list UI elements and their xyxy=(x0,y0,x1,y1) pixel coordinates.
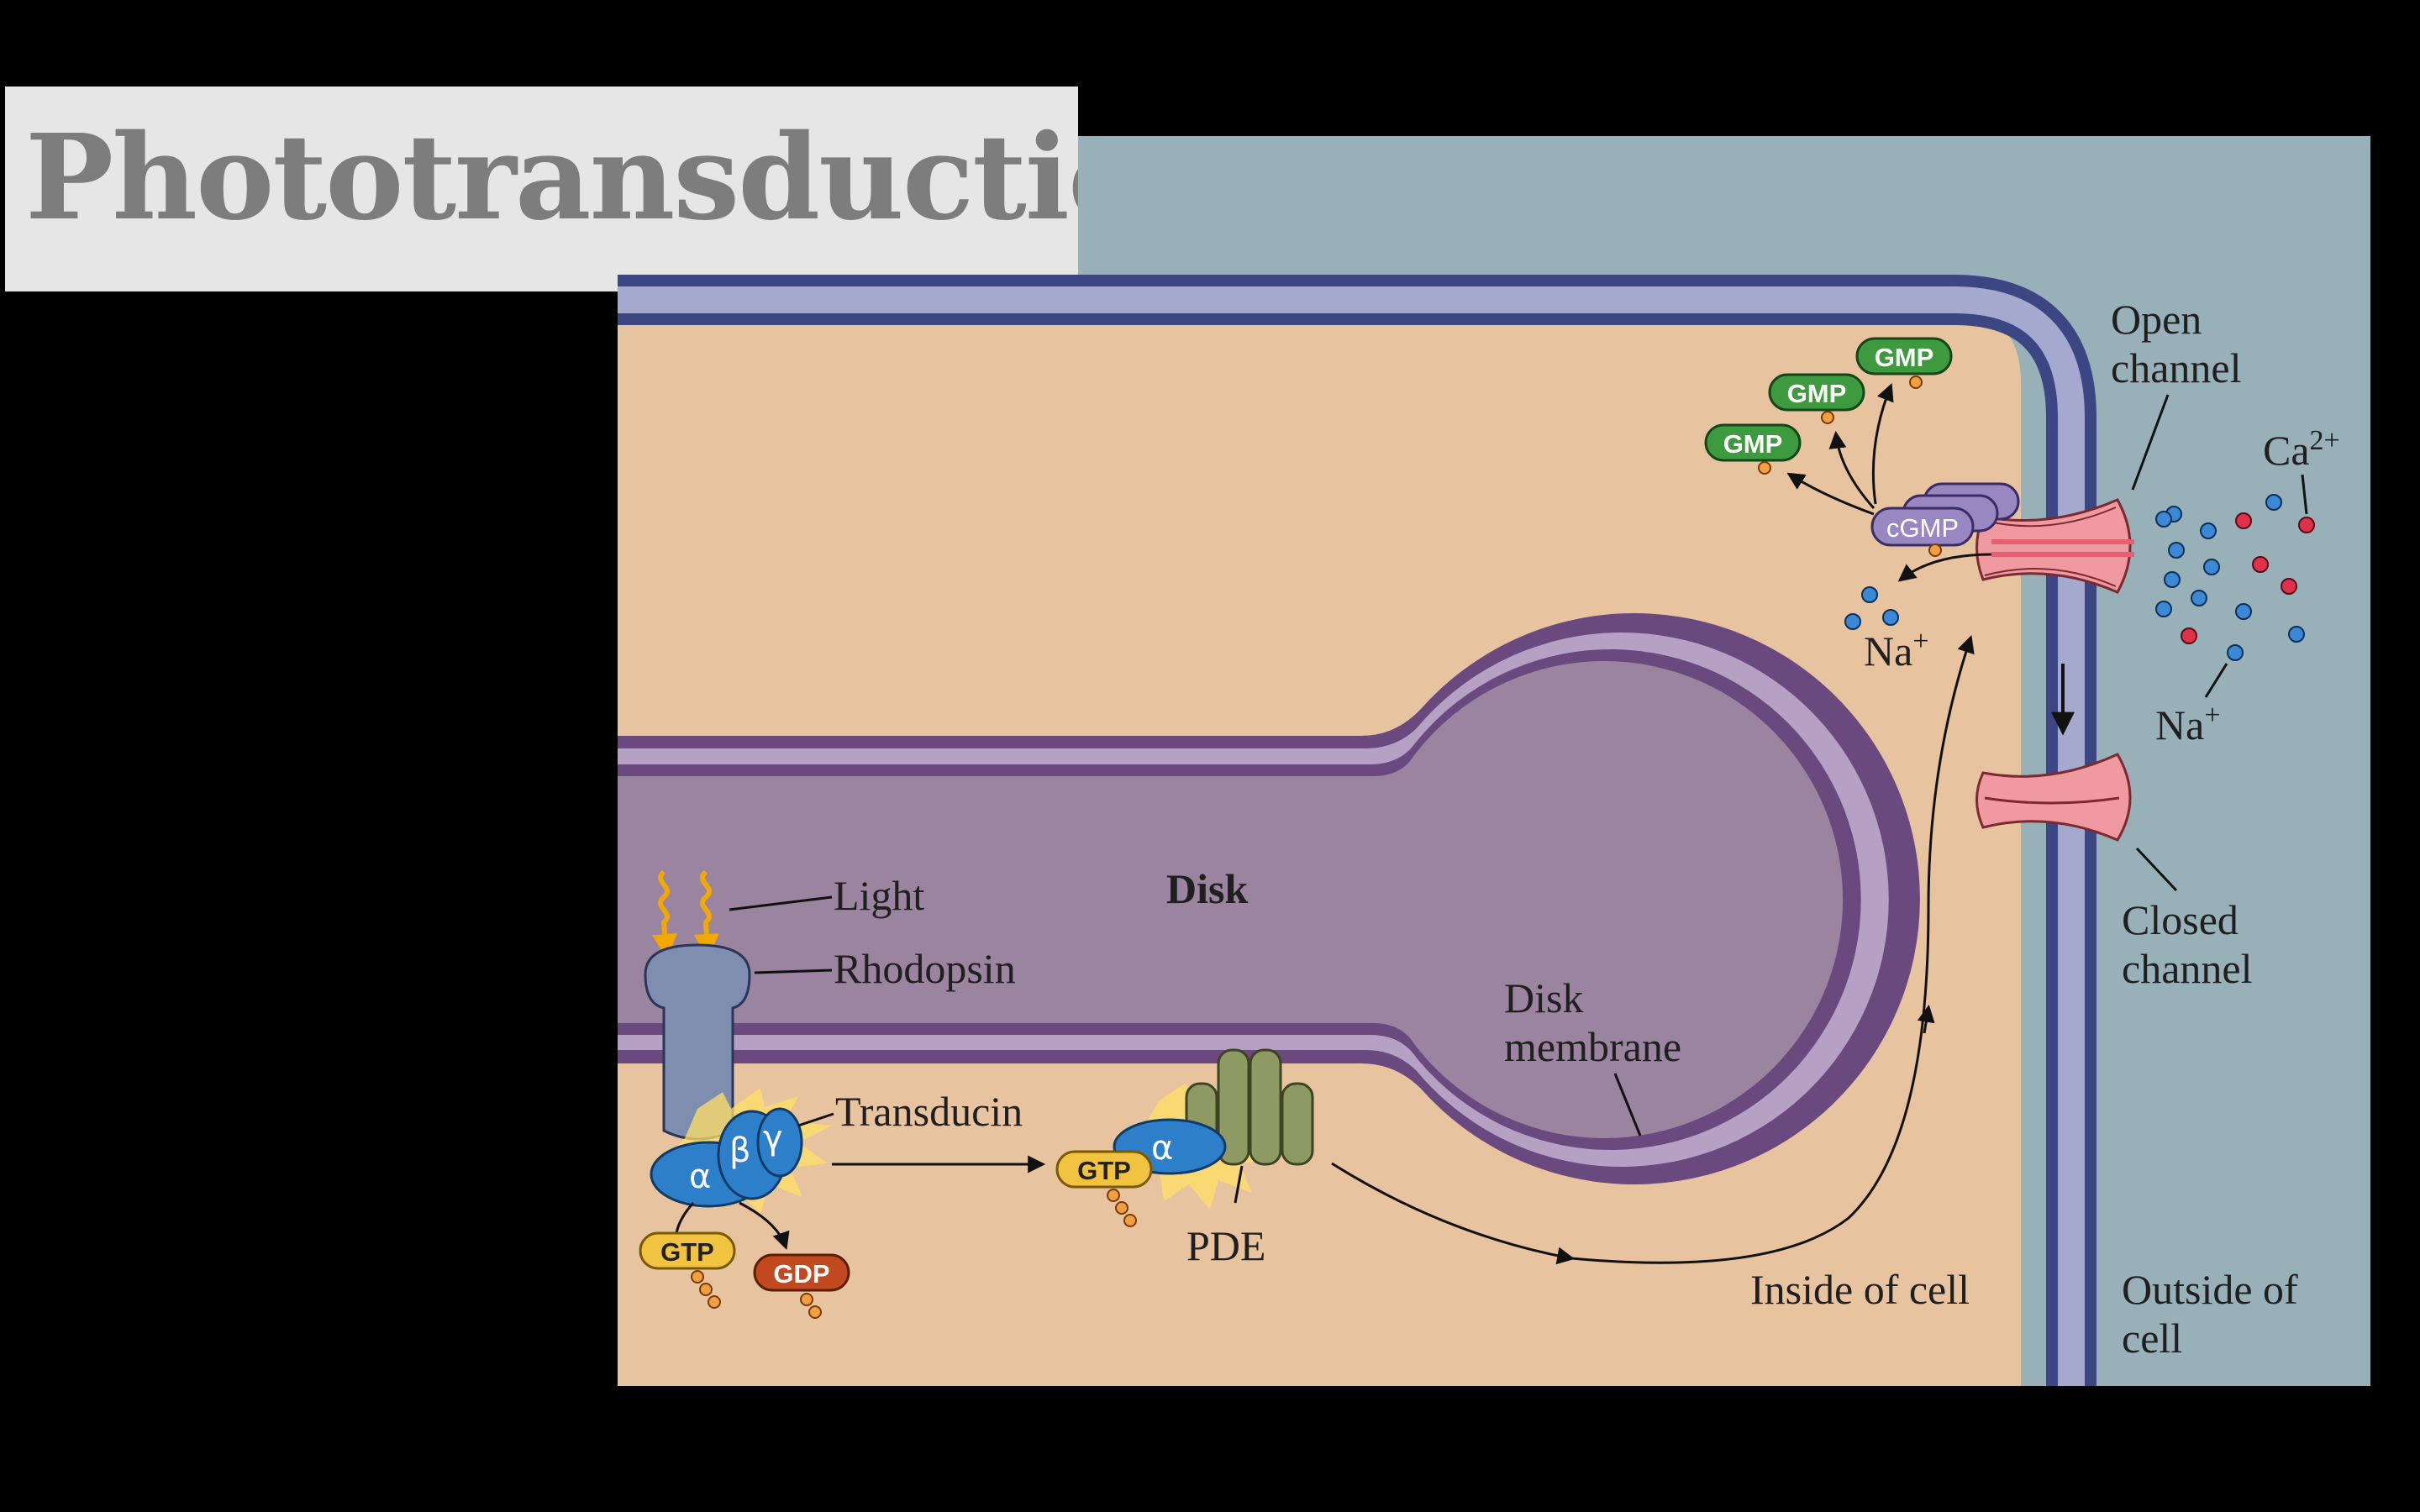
outside-of-cell-label-line2: cell xyxy=(2122,1315,2182,1362)
light-leader xyxy=(729,895,833,911)
alpha-symbol: α xyxy=(689,1158,711,1196)
alpha-symbol-2: α xyxy=(1151,1129,1173,1168)
transducin-label: Transducin xyxy=(835,1088,1023,1135)
disk-label: Disk xyxy=(1166,865,1248,912)
disk xyxy=(618,613,1920,1184)
sodium-ions-outside xyxy=(2155,494,2305,661)
closed-channel-label-line1: Closed xyxy=(2122,896,2238,943)
slide-title: Phototransduction xyxy=(25,109,1230,247)
plasma-membrane xyxy=(618,275,2096,1386)
light-label: Light xyxy=(834,872,924,919)
svg-text:GTP: GTP xyxy=(1077,1156,1131,1185)
cgmp-stack: cGMP xyxy=(1870,482,2020,557)
pde-leader xyxy=(1234,1165,1244,1204)
title-banner xyxy=(5,87,1078,291)
svg-text:GDP: GDP xyxy=(773,1259,829,1289)
rhodopsin-leader xyxy=(754,969,833,974)
disk-membrane-label-line2: membrane xyxy=(1504,1023,1681,1070)
pde-signal-arrow-1 xyxy=(1331,1162,1576,1265)
open-channel-label-line2: channel xyxy=(2111,344,2241,391)
gmp-pill-3: GMP xyxy=(1704,423,1802,475)
svg-text:cGMP: cGMP xyxy=(1886,513,1959,543)
gamma-symbol: γ xyxy=(763,1119,783,1158)
closed-channel-label-line2: channel xyxy=(2122,945,2252,992)
gmp-pill-1: GMP xyxy=(1855,337,1953,389)
outside-of-cell-label-line1: Outside of xyxy=(2122,1266,2298,1313)
svg-text:GMP: GMP xyxy=(1787,379,1847,408)
svg-text:GMP: GMP xyxy=(1875,343,1934,372)
gtp-pill-1: GTP xyxy=(639,1231,736,1309)
open-channel xyxy=(1975,498,2134,594)
rhodopsin-label: Rhodopsin xyxy=(834,945,1016,992)
gmp-pill-2: GMP xyxy=(1768,373,1865,424)
closed-channel-leader xyxy=(2135,847,2178,892)
gtp-pill-2: GTP xyxy=(1055,1150,1153,1227)
light-icon xyxy=(652,869,719,959)
transducin-gamma-subunit xyxy=(756,1107,803,1178)
svg-text:GMP: GMP xyxy=(1723,429,1783,459)
na-inside-label: Na+ xyxy=(1864,626,1929,675)
disk-membrane-label-line1: Disk xyxy=(1504,974,1583,1021)
pde-signal-arrowhead xyxy=(1917,1004,1935,1034)
inside-of-cell-label: Inside of cell xyxy=(1750,1266,1970,1313)
closed-channel xyxy=(1975,753,2132,842)
sodium-ions-inside xyxy=(1844,586,1899,630)
rhodopsin-protein xyxy=(644,943,751,1141)
gdp-pill: GDP xyxy=(753,1253,850,1319)
na-outside-leader xyxy=(2204,663,2228,698)
disk-membrane-leader xyxy=(1613,1073,1642,1137)
calcium-ions-outside xyxy=(2181,512,2315,644)
gdp-release-arrow xyxy=(739,1201,790,1250)
calcium-label: Ca2+ xyxy=(2263,425,2340,474)
calcium-leader xyxy=(2301,474,2308,515)
pde-signal-arrow-2 xyxy=(1570,635,1975,1264)
beta-symbol: β xyxy=(729,1131,751,1170)
transducin-leader xyxy=(797,1112,834,1127)
hydrolysis-arrows xyxy=(1786,383,1992,582)
svg-text:GTP: GTP xyxy=(660,1237,714,1267)
open-channel-leader xyxy=(2131,394,2170,491)
pde-label: PDE xyxy=(1186,1222,1265,1269)
na-outside-label: Na+ xyxy=(2155,700,2221,748)
open-channel-label-line1: Open xyxy=(2111,296,2202,343)
